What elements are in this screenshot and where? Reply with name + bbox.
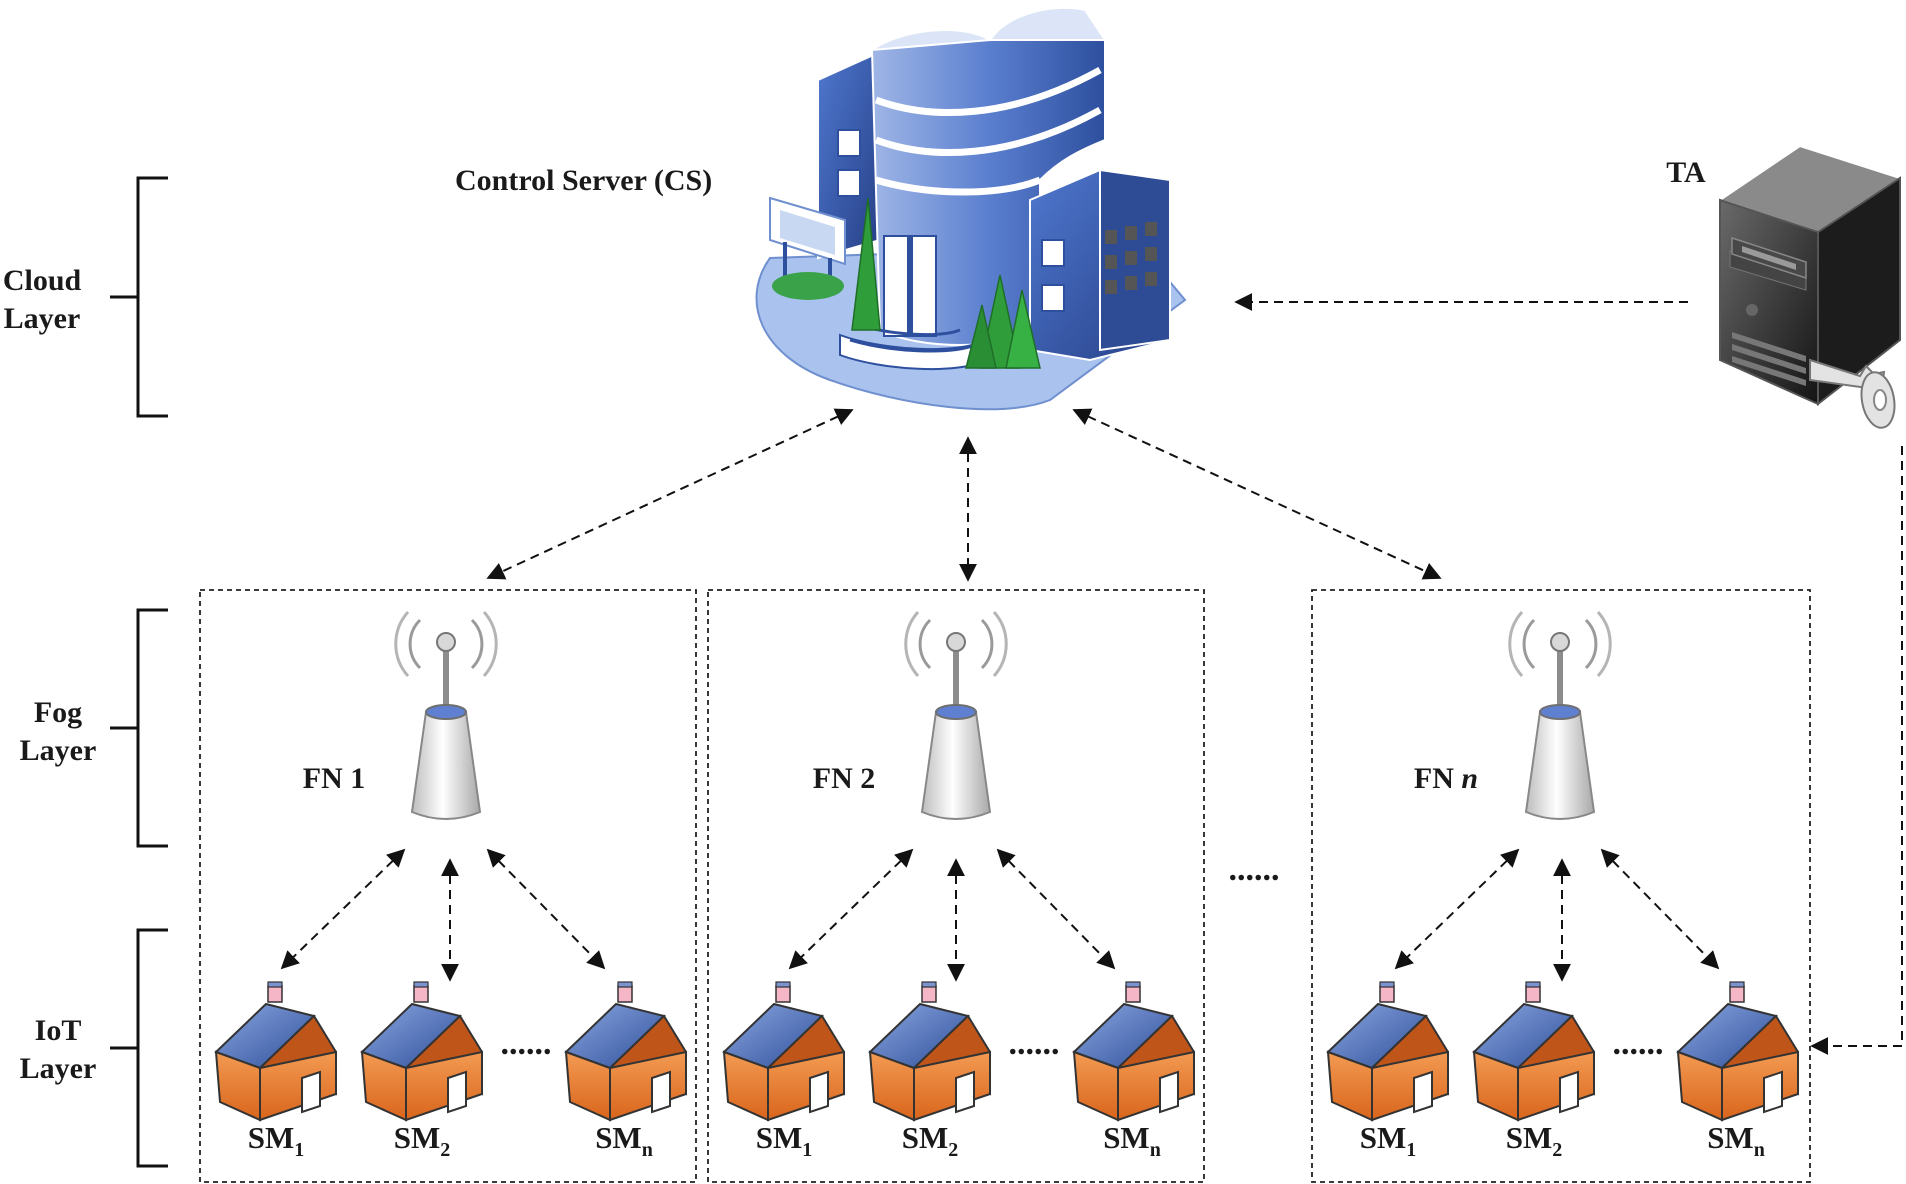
fog-node-label: FN n [1414,762,1478,795]
fog-layer-bracket [110,608,168,848]
house-ellipsis: ...... [1009,1025,1060,1062]
fog-node-cluster-2: FN 2 ...... SM1 SM2 SMn [723,612,1195,1161]
sm-label: SMn [1707,1120,1765,1161]
house-icon [723,981,845,1121]
cloud-layer-label-2: Layer [4,302,81,335]
fog-cluster-n [1311,589,1811,1183]
iot-layer-bracket [110,928,168,1168]
house-icon [361,981,483,1121]
control-server-label: Control Server (CS) [455,164,712,197]
house-icon [1073,981,1195,1121]
iot-layer-label-1: IoT [35,1014,82,1047]
sm-label: SMn [1103,1120,1161,1161]
fog-cluster-1 [199,589,697,1183]
antenna-icon [1510,612,1610,819]
antenna-icon [396,612,496,819]
iot-layer-label-2: Layer [20,1052,97,1085]
building-icon [755,6,1187,411]
house-icon [1473,981,1595,1121]
sm-label: SM1 [1360,1120,1417,1161]
fog-node-cluster-n: FN n ...... SM1 SM2 SMn [1327,612,1799,1161]
sm-label: SM2 [394,1120,451,1161]
house-ellipsis: ...... [1613,1025,1664,1062]
cs-fn1-link [486,408,854,580]
cs-fnn-link [1072,408,1442,580]
ta-label: TA [1666,156,1706,189]
fog-layer-label-2: Layer [20,734,97,767]
fog-cluster-2 [707,589,1205,1183]
fog-node-label: FN 1 [303,762,366,795]
fog-node-cluster-1: FN 1 ...... SM1 SM2 SMn [215,612,687,1161]
ta-to-sm-arrow [1810,446,1903,1055]
server-key-icon [1717,144,1903,429]
house-icon [869,981,991,1121]
sm-label: SMn [595,1120,653,1161]
sm-label: SM2 [902,1120,959,1161]
sm-label: SM1 [756,1120,813,1161]
cluster-ellipsis: ...... [1229,851,1280,888]
sm-label: SM1 [248,1120,305,1161]
sm-label: SM2 [1506,1120,1563,1161]
fog-node-label: FN 2 [813,762,876,795]
fog-layer-label-1: Fog [34,696,82,729]
house-icon [215,981,337,1121]
house-icon [565,981,687,1121]
antenna-icon [906,612,1006,819]
cloud-layer-bracket [110,176,168,418]
cloud-layer-label-1: Cloud [3,264,82,297]
house-icon [1677,981,1799,1121]
house-icon [1327,981,1449,1121]
house-ellipsis: ...... [501,1025,552,1062]
